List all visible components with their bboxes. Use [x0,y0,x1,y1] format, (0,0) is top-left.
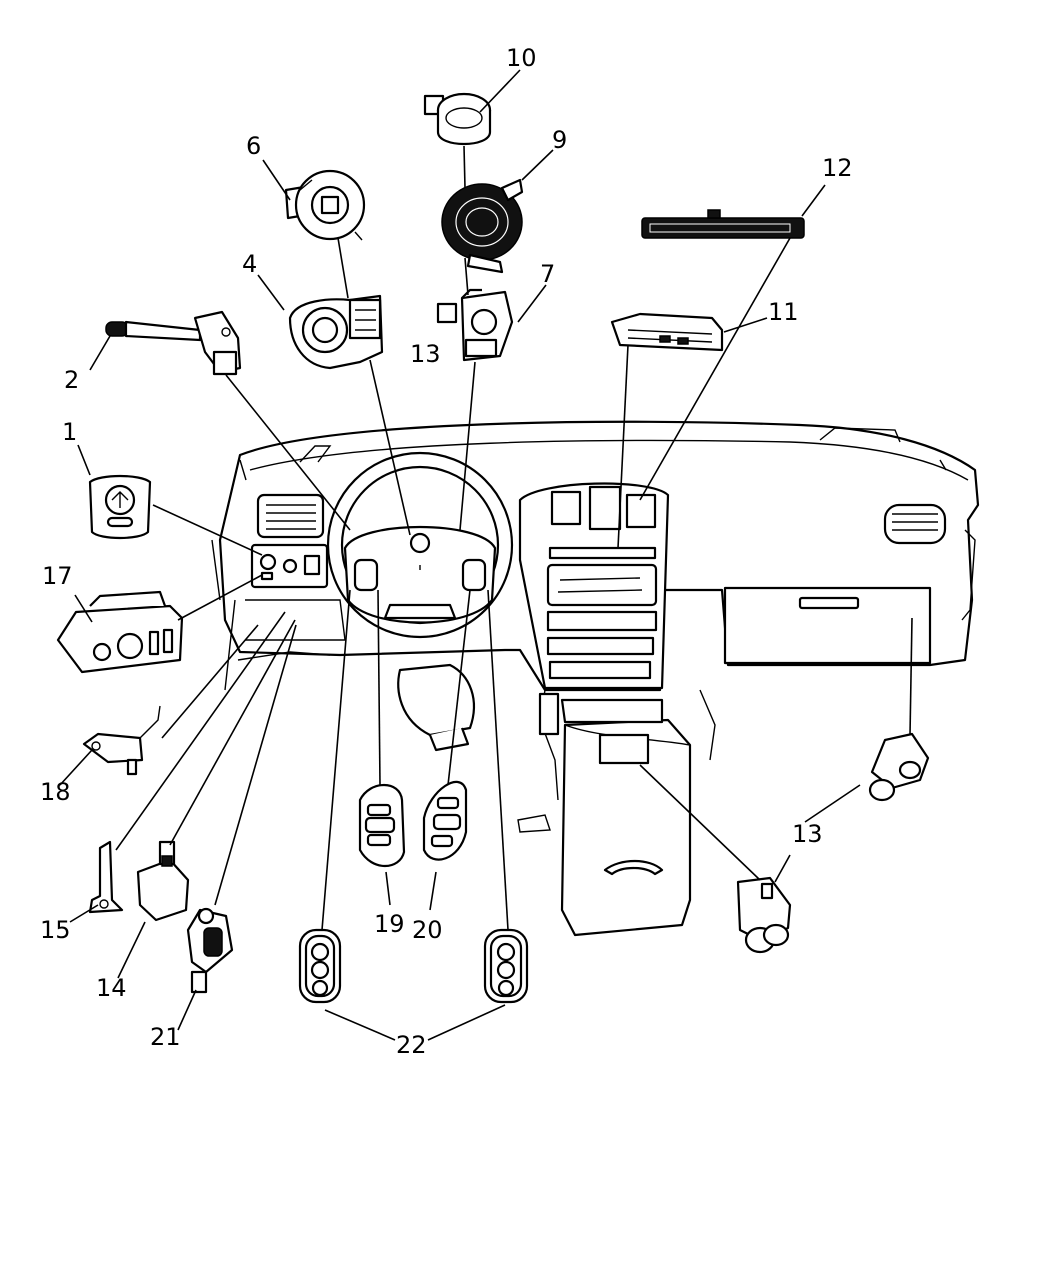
callout-6: 6 [246,132,261,160]
pedal-switch-icon [88,840,124,914]
callout-2: 2 [64,366,79,394]
speed-control-switch-icon [358,784,406,867]
callout-9: 9 [552,126,567,154]
headlamp-switch-icon [56,590,184,674]
multifunction-switch-icon [105,310,242,376]
callout-15: 15 [40,916,71,944]
pedal-switch-icon [82,705,161,776]
power-outlet-icon [868,732,930,802]
overhead-console-icon [641,209,805,239]
callout-18: 18 [40,778,71,806]
callout-14: 14 [96,974,127,1002]
callout-4: 4 [242,250,257,278]
clockspring-icon [288,294,384,370]
callout-22: 22 [396,1031,427,1059]
callout-1: 1 [62,418,77,446]
callout-10: 10 [506,44,537,72]
power-outlet-icon [736,876,792,954]
steering-radio-switch-icon [422,780,468,861]
overhead-console-icon [610,312,724,352]
callout-13-top: 13 [410,340,441,368]
clockspring-icon [423,92,492,146]
steering-radio-switch-icon [298,928,342,1004]
pedal-switch-icon [186,907,234,994]
callout-19: 19 [374,910,405,938]
callout-17: 17 [42,562,73,590]
callout-7: 7 [540,260,555,288]
clockspring-icon [441,178,524,274]
multifunction-switch-icon [436,290,514,362]
callout-12: 12 [822,154,853,182]
instrument-panel-icon [211,420,980,937]
callout-20: 20 [412,916,443,944]
pedal-switch-icon [136,840,190,922]
callout-11: 11 [768,298,799,326]
power-outlet-icon [461,288,482,299]
steering-wheel-icon [326,451,514,639]
callout-13-right: 13 [792,820,823,848]
clockspring-icon [284,169,366,241]
headlamp-switch-icon [88,474,152,540]
leader-lines [59,69,913,1041]
steering-radio-switch-icon [483,928,529,1004]
callout-21: 21 [150,1023,181,1051]
